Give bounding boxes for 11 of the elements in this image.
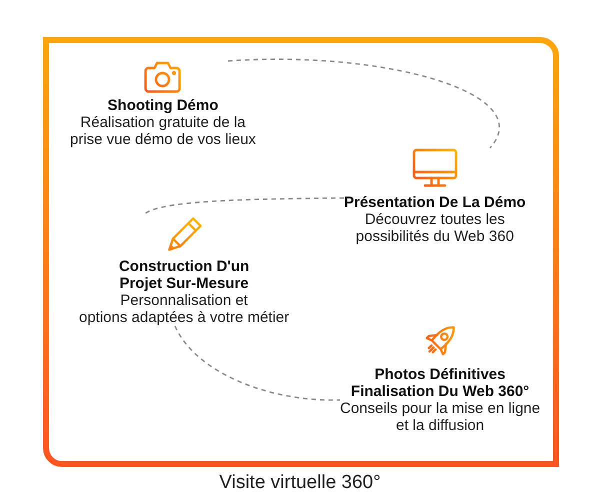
step-description: Conseils pour la mise en ligne et la diffusion: [340, 400, 540, 434]
step-title: Photos Définitives Finalisation Du Web 360°: [350, 366, 530, 400]
step-title: Présentation De La Démo: [344, 194, 526, 211]
step-description: Découvrez toutes les possibilités du Web 360: [356, 211, 514, 245]
step-title: Shooting Démo: [108, 97, 218, 114]
caption: Visite virtuelle 360°: [219, 471, 381, 495]
step-title: Construction D'un Projet Sur-Mesure: [118, 258, 250, 292]
dashed-connector: [228, 58, 500, 148]
step-description: Personnalisation et options adaptées à votre métier: [79, 292, 290, 326]
dashed-connector: [174, 326, 340, 401]
step-description: Réalisation gratuite de la prise vue démo de vos lieux: [70, 114, 256, 148]
